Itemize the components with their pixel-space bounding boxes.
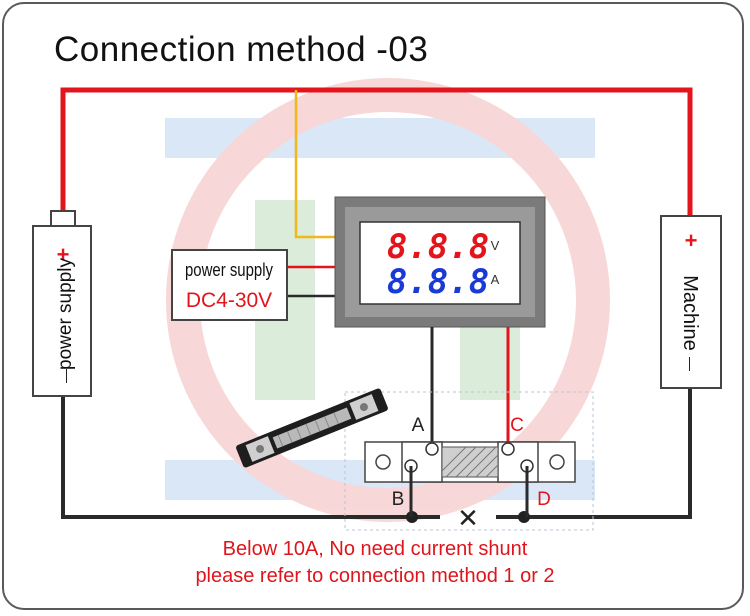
watermark [165, 78, 610, 522]
machine-minus: — [683, 357, 699, 371]
page-title: Connection method -03 [54, 30, 429, 69]
meter [334, 196, 546, 328]
aux-supply-line1: power supply [185, 260, 273, 280]
shunt [364, 441, 576, 483]
meter-bottom-display: 8.8.8 [387, 262, 489, 302]
left-supply-plus: + [57, 242, 70, 267]
machine-label: Machine [679, 275, 701, 351]
terminal-d-label: D [537, 489, 551, 510]
left-supply-minus: — [57, 369, 73, 383]
meter-top-display: 8.8.8 [387, 227, 489, 267]
shunt-photo [236, 388, 388, 468]
terminal-b-label: B [392, 489, 405, 510]
meter-bottom-unit: A [491, 272, 500, 287]
machine-box [660, 215, 722, 389]
note-line-2: please refer to connection method 1 or 2 [195, 565, 555, 587]
aux-supply-box [171, 249, 288, 321]
aux-supply-line2: DC4-30V [186, 289, 272, 312]
terminal-a-label: A [412, 415, 425, 436]
machine-plus: + [685, 228, 698, 253]
meter-top-unit: V [491, 238, 500, 253]
left-supply-label: power supply [55, 258, 76, 370]
wire-yellow [294, 90, 336, 239]
wire-red-top [60, 87, 693, 218]
note-line-1: Below 10A, No need current shunt [222, 538, 528, 560]
shunt-area [344, 391, 594, 531]
left-power-supply [32, 210, 92, 397]
terminal-c-label: C [510, 415, 524, 436]
break-mark: ✕ [457, 503, 479, 533]
